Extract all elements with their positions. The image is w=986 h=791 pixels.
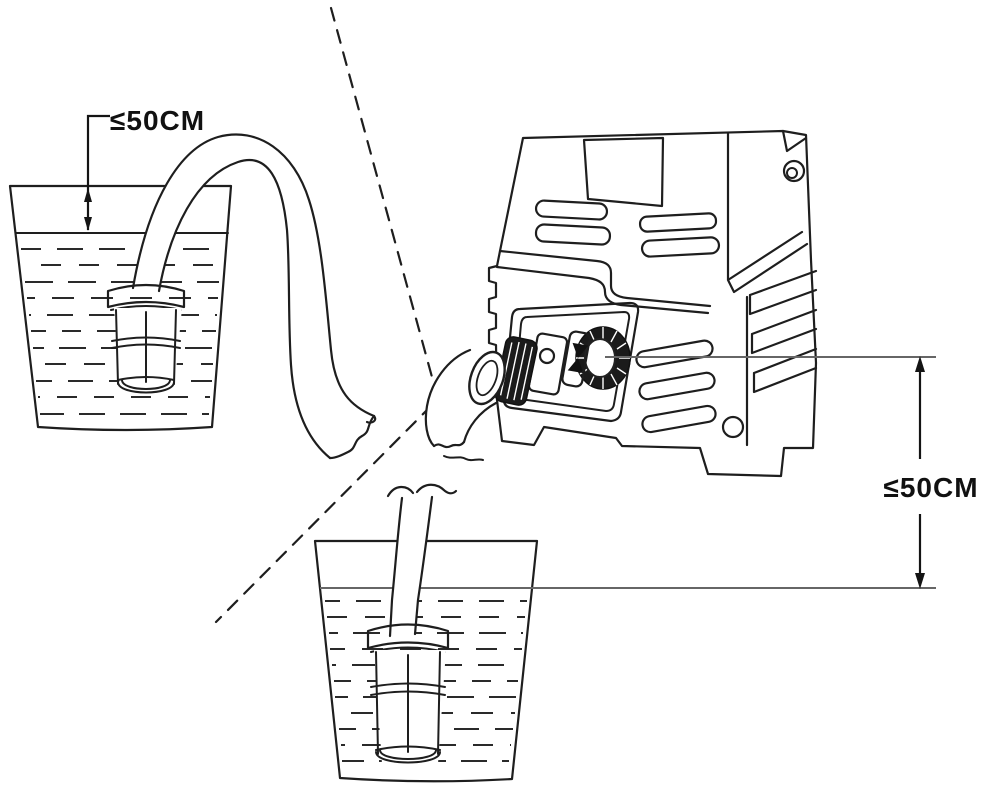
filter-bottom-bottom [375, 749, 441, 764]
mount-hole-top-inner [786, 167, 798, 179]
machine-silhouette [487, 129, 818, 478]
hose-left-inner-edge [157, 159, 332, 460]
coupling-lock-mark [567, 342, 589, 374]
hose-bottom-body [390, 497, 432, 636]
vent-slot [638, 371, 716, 401]
pressure-washer [424, 129, 818, 478]
hose-bottom-right-edge [413, 495, 434, 636]
hose-stub-break-edge [432, 440, 466, 449]
depth-arrowhead-up [84, 188, 92, 202]
machine-ledge-lower [495, 265, 710, 315]
depth-leader-line [86, 114, 110, 230]
vent-slot [534, 223, 612, 246]
hose-left-break-tip [365, 414, 377, 424]
filter-strainer-bottom [366, 623, 450, 764]
inlet-coupling [494, 326, 631, 406]
filter-left-bottom [117, 379, 175, 394]
side-rib [750, 308, 818, 355]
mount-hole-top [782, 159, 806, 183]
vent-slots [534, 199, 721, 434]
hose-bottom-break-edge [386, 483, 458, 498]
inlet-recess-inner [513, 311, 631, 412]
hose-left-outer-edge [131, 133, 376, 418]
mount-hole-bottom [721, 415, 745, 439]
side-rib [752, 347, 818, 394]
machine-top-corner-facet [781, 129, 808, 153]
coupling-bolt [538, 347, 556, 365]
vent-slot [640, 236, 721, 258]
inlet-recess-outer [502, 301, 640, 423]
inlet-hose-stub [424, 348, 506, 462]
machine-side-ribs [748, 269, 818, 394]
hose-left-body [133, 134, 374, 458]
filter-left-body-fill [114, 308, 182, 392]
filter-left-cap [106, 283, 186, 309]
machine-top-panel [582, 136, 665, 208]
hose-stub-break-wave [443, 455, 484, 462]
vent-slot [638, 212, 718, 233]
filter-bottom-mid-ring [370, 682, 446, 696]
coupling-ring [561, 330, 591, 388]
depth-label: ≤50CM [110, 105, 205, 136]
vent-slot [641, 404, 717, 434]
hose-cuff-inner [475, 359, 499, 397]
vent-slot [534, 199, 609, 221]
height-arrowhead-down [915, 573, 925, 589]
filter-left-bottom-ring [117, 376, 175, 381]
suction-hose-bottom [386, 483, 458, 638]
height-label: ≤50CM [883, 472, 978, 503]
filter-strainer-left [106, 283, 186, 394]
height-arrowhead-up [915, 356, 925, 372]
filter-bottom-body-fill [374, 650, 446, 764]
vent-slot [635, 339, 714, 369]
bucket-left-outline [8, 184, 233, 432]
filter-left-mid-ring [111, 336, 181, 349]
depth-arrowhead-down [84, 217, 92, 231]
suction-hose-left [131, 133, 377, 460]
machine-ledge-upper [498, 249, 712, 308]
hose-stub-outer-edge [424, 348, 472, 448]
depth-dimension-left: ≤50CM [84, 105, 205, 231]
collar-knurl-lines [499, 341, 534, 401]
filter-bottom-ring-top [375, 745, 441, 751]
filter-bottom-cap [366, 623, 450, 650]
hose-left-break-edge [328, 414, 376, 460]
machine-right-edges [726, 131, 809, 447]
height-dimension-right: ≤50CM [605, 356, 978, 589]
side-rib [748, 269, 818, 316]
filter-bottom-body [375, 651, 441, 755]
hose-bottom-left-edge [388, 496, 404, 638]
hose-stub-inner-edge [462, 401, 498, 444]
